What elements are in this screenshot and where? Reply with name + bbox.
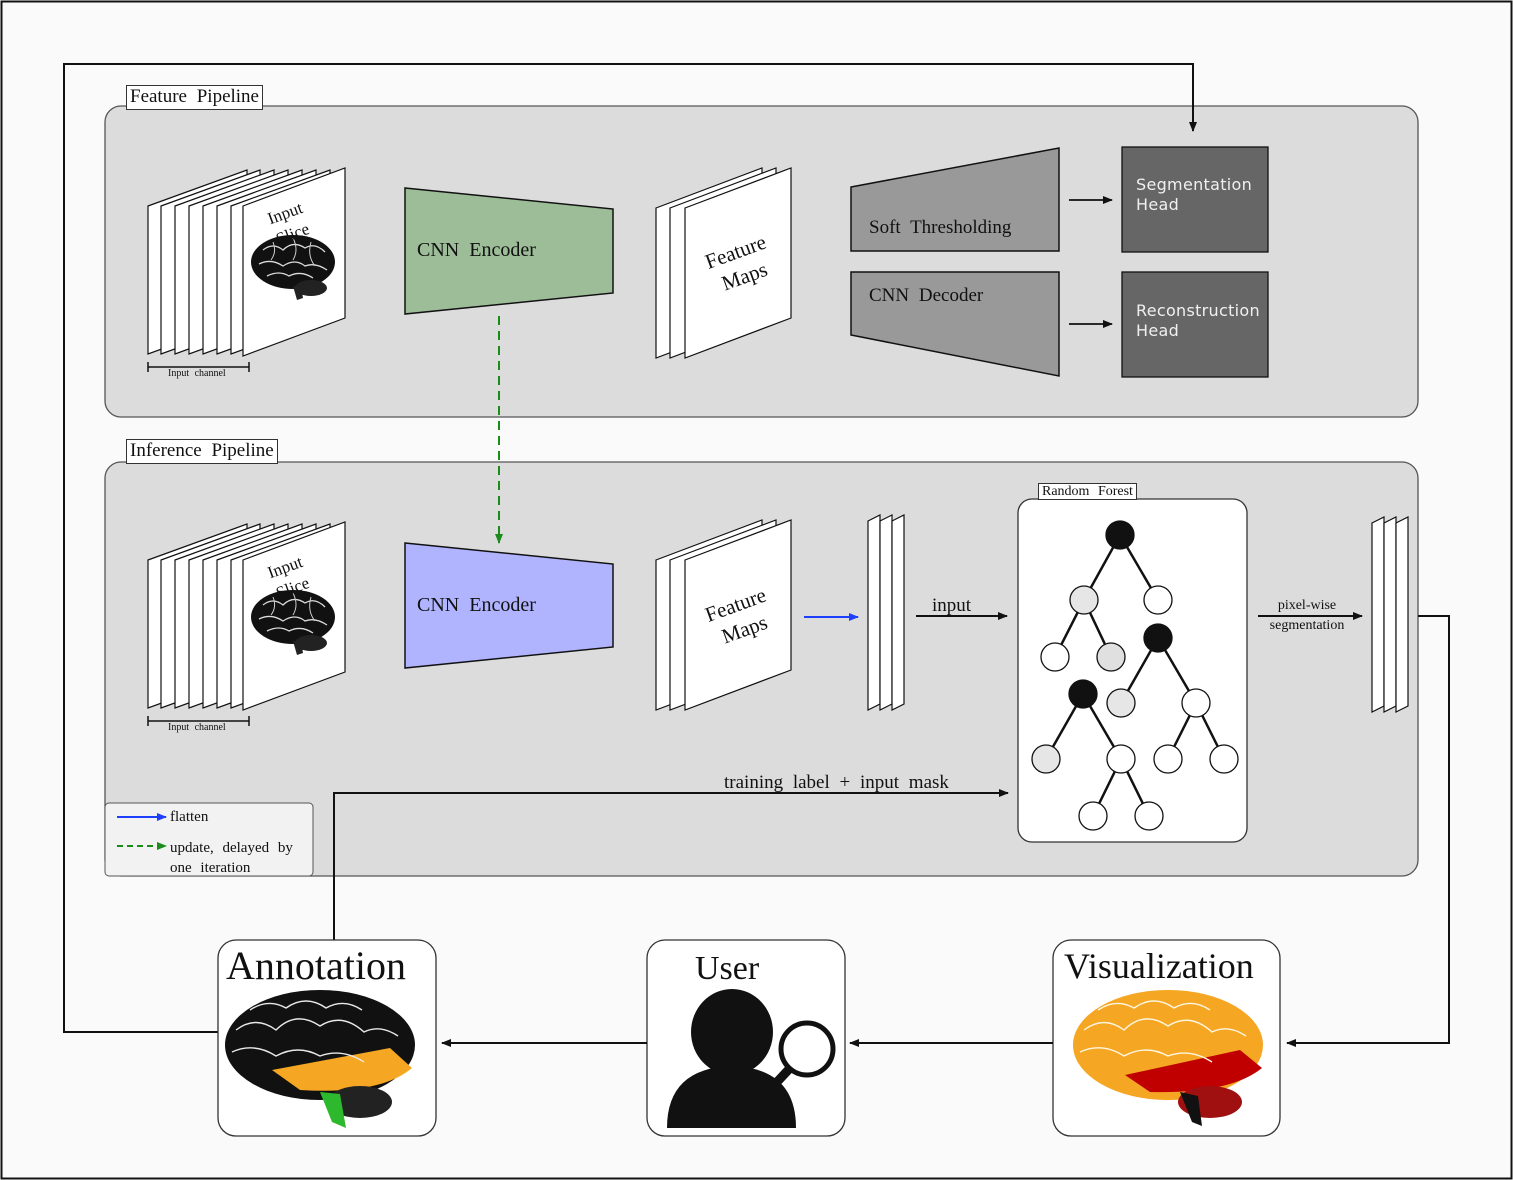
feedback-arrow-annotation-to-segmentation-head (63, 63, 1197, 1033)
cnn-encoder-trapezoid-top (404, 187, 614, 315)
legend-update-label: update, delayed by one iteration (170, 840, 293, 876)
feature-maps-stack-bottom (655, 519, 792, 711)
training-label-text: training label + input mask (724, 772, 949, 793)
soft-thresholding-label: Soft Thresholding (869, 217, 1012, 238)
segmentation-head-label: Segmentation Head (1136, 175, 1253, 214)
legend-box (104, 802, 314, 877)
cnn-decoder-trapezoid (850, 271, 1060, 377)
tree-node (1040, 642, 1070, 672)
arrow-to-visualization (1286, 615, 1450, 1047)
annotated-brain-icon (225, 990, 415, 1128)
tree-node (1031, 744, 1061, 774)
tree-node (1153, 744, 1183, 774)
training-label-arrow (333, 789, 1009, 940)
tree-node (1181, 688, 1211, 718)
flattened-vector-stack (867, 514, 905, 711)
tree-node (1134, 801, 1164, 831)
tree-node (1105, 520, 1135, 550)
random-forest-title: Random Forest (1038, 483, 1137, 501)
cnn-encoder-label-top: CNN Encoder (417, 239, 536, 261)
soft-thresholding-trapezoid (850, 147, 1060, 252)
tree-node (1096, 642, 1126, 672)
segmented-brain-icon (1073, 990, 1263, 1126)
cnn-encoder-label-bottom: CNN Encoder (417, 594, 536, 616)
tree-node (1078, 801, 1108, 831)
reconstruction-head-label: Reconstruction Head (1136, 301, 1260, 340)
annotation-title: Annotation (226, 943, 406, 988)
segmentation-head-box (1121, 146, 1269, 253)
input-channel-label-bottom: Input channel (168, 722, 226, 733)
user-title: User (695, 950, 760, 987)
cnn-encoder-trapezoid-bottom (404, 542, 614, 669)
tree-node (1209, 744, 1239, 774)
tree-node (1068, 679, 1098, 709)
visualization-title: Visualization (1064, 946, 1254, 986)
reconstruction-head-box (1121, 271, 1269, 378)
legend-flatten-label: flatten (170, 809, 209, 825)
inference-pipeline-title: Inference Pipeline (126, 439, 278, 464)
input-arrow-label: input (932, 595, 972, 616)
output-stack (1371, 516, 1409, 713)
pixel-wise-segmentation-label: pixel-wise segmentation (1269, 598, 1345, 633)
input-channel-label-top: Input channel (168, 368, 226, 379)
tree-node (1069, 585, 1099, 615)
cnn-decoder-label: CNN Decoder (869, 285, 984, 306)
tree-node (1143, 585, 1173, 615)
feature-pipeline-title: Feature Pipeline (126, 85, 263, 110)
user-icon (667, 989, 836, 1128)
tree-node (1106, 688, 1136, 718)
tree-node (1106, 744, 1136, 774)
tree-node (1143, 623, 1173, 653)
feature-maps-stack-top (655, 167, 792, 359)
